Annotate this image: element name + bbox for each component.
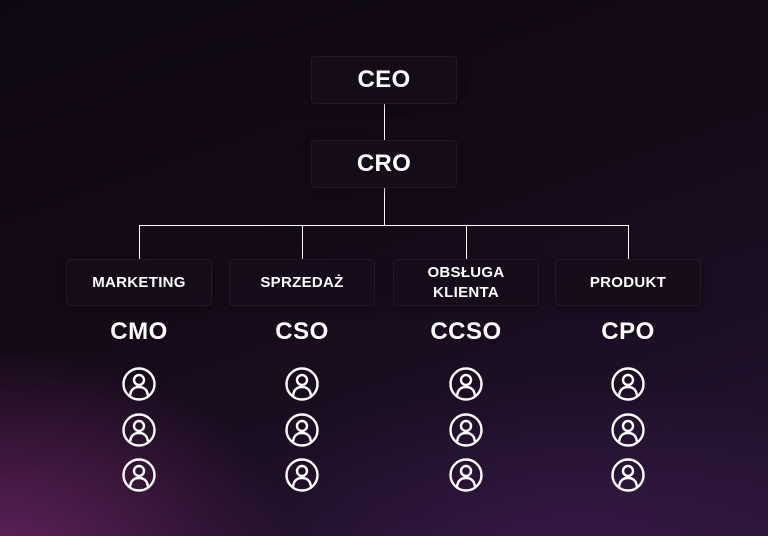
person-icon <box>284 412 320 448</box>
person-icon <box>448 366 484 402</box>
department-label: MARKETING <box>92 273 186 291</box>
person-icon <box>448 457 484 493</box>
department-box-marketing: MARKETING <box>66 259 212 306</box>
role-title-cmo: CMO <box>110 318 168 345</box>
role-title-cpo: CPO <box>601 318 655 345</box>
person-icon <box>610 412 646 448</box>
ceo-box: CEO <box>311 56 457 104</box>
person-icon <box>121 412 157 448</box>
ceo-label: CEO <box>357 66 411 93</box>
department-label: SPRZEDAŻ <box>260 273 344 291</box>
person-icon <box>121 457 157 493</box>
role-title-cso: CSO <box>275 318 329 345</box>
person-icon <box>610 457 646 493</box>
person-icon <box>448 412 484 448</box>
department-box-produkt: PRODUKT <box>555 259 701 306</box>
department-label: PRODUKT <box>589 273 667 291</box>
person-icon <box>284 366 320 402</box>
person-icon <box>284 457 320 493</box>
department-box-obsluga-klienta: OBSŁUGA KLIENTA <box>393 259 539 306</box>
person-icon <box>610 366 646 402</box>
department-box-sprzedaz: SPRZEDAŻ <box>229 259 375 306</box>
department-label: OBSŁUGA KLIENTA <box>427 263 505 301</box>
cro-box: CRO <box>311 140 457 188</box>
cro-label: CRO <box>356 150 412 177</box>
role-title-ccso: CCSO <box>430 318 502 345</box>
person-icon <box>121 366 157 402</box>
